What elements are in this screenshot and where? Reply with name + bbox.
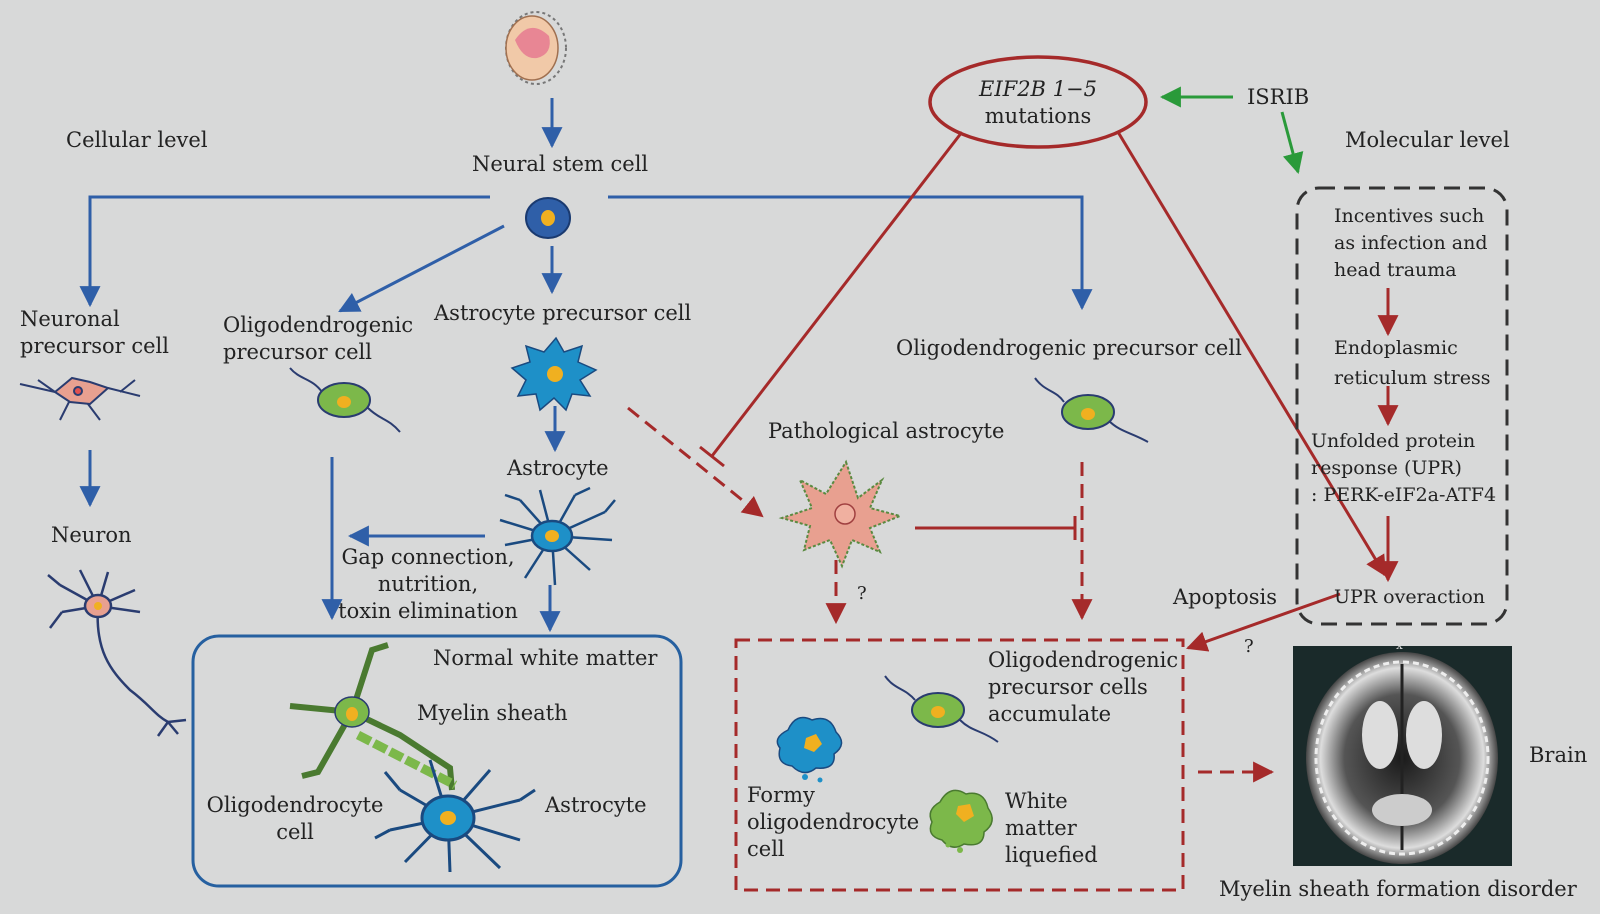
brain-label: Brain bbox=[1529, 743, 1588, 767]
red-arrows bbox=[699, 131, 1399, 652]
oligodendrocyte-icon bbox=[289, 642, 458, 791]
cellular-level-label: Cellular level bbox=[66, 128, 208, 152]
eif2b-ellipse bbox=[928, 55, 1148, 149]
question-mark-2: ? bbox=[1244, 636, 1254, 657]
normal-white-matter-label: Normal white matter bbox=[433, 646, 658, 670]
neural-stem-cell-label: Neural stem cell bbox=[472, 152, 649, 176]
pathological-astrocyte-label: Pathological astrocyte bbox=[768, 419, 1005, 443]
astrocyte-precursor-icon bbox=[510, 336, 598, 412]
molecular-box bbox=[1295, 186, 1509, 626]
liquefied-white-matter-icon bbox=[929, 789, 993, 853]
astrocyte-box-label: Astrocyte bbox=[545, 793, 647, 817]
brain-mri-image bbox=[1293, 646, 1512, 866]
neuron-icon bbox=[47, 569, 187, 737]
accumulated-opc-icon bbox=[884, 675, 999, 743]
blue-arrows bbox=[79, 98, 1093, 633]
formy-oligodendrocyte-icon bbox=[776, 716, 843, 783]
oligodendrocyte-precursor-icon-right bbox=[1034, 377, 1149, 443]
child-head-icon bbox=[505, 11, 567, 85]
upr-overaction-label: UPR overaction bbox=[1334, 586, 1485, 608]
gap-connection-label: Gap connection,nutrition,toxin eliminati… bbox=[338, 545, 518, 623]
myelin-disorder-label: Myelin sheath formation disorder bbox=[1219, 877, 1577, 901]
red-dashed-arrows bbox=[627, 406, 1275, 783]
neuron-label: Neuron bbox=[51, 523, 132, 547]
stem-cell-icon bbox=[525, 197, 571, 239]
pathological-astrocyte-icon bbox=[778, 459, 904, 569]
question-mark-1: ? bbox=[857, 583, 867, 604]
apoptosis-label: Apoptosis bbox=[1173, 585, 1278, 609]
mri-marker: x bbox=[1396, 638, 1403, 652]
pathology-box bbox=[734, 638, 1185, 892]
green-arrows bbox=[1159, 86, 1304, 175]
neuronal-precursor-icon bbox=[19, 376, 141, 421]
normal-white-matter-box bbox=[191, 634, 683, 888]
astrocyte-precursor-label: Astrocyte precursor cell bbox=[434, 301, 692, 325]
myelin-sheath-label: Myelin sheath bbox=[417, 701, 568, 725]
oligo-precursor-right-label: Oligodendrogenic precursor cell bbox=[896, 336, 1242, 360]
molecular-level-label: Molecular level bbox=[1345, 128, 1510, 152]
astrocyte-box-icon bbox=[374, 759, 536, 873]
oligodendrocyte-precursor-icon-left bbox=[289, 367, 401, 433]
astrocyte-icon bbox=[499, 486, 616, 586]
isrib-label: ISRIB bbox=[1247, 85, 1310, 109]
astrocyte-label: Astrocyte bbox=[507, 456, 609, 480]
